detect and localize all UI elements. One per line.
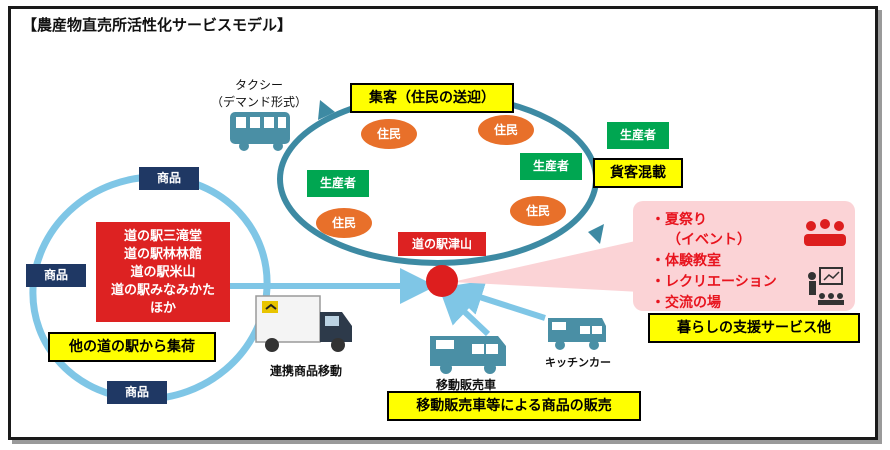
- support-panel: [633, 201, 855, 311]
- kitchen-car-label: キッチンカー: [545, 356, 611, 369]
- kitchen-car-icon: [548, 318, 606, 350]
- product-box: 商品: [107, 381, 167, 404]
- station-name: 道の駅林林館: [123, 247, 202, 262]
- pickup-label: 集客（住民の送迎）: [350, 83, 514, 113]
- station-name: 道の駅三滝堂: [123, 229, 202, 244]
- station-name: 道の駅米山: [130, 265, 196, 280]
- activity-item: （イベント）: [667, 232, 751, 248]
- transfer-label: 連携商品移動: [269, 364, 342, 378]
- callout-wedge: [452, 240, 640, 292]
- activity-item: ・交流の場: [651, 295, 721, 311]
- group-meeting-icon: [804, 219, 846, 246]
- resident-node: 住民: [316, 208, 372, 238]
- product-box: 商品: [139, 167, 199, 190]
- activity-item: ・夏祭り: [651, 212, 707, 228]
- mobile-sales-car-label: 移動販売車: [435, 378, 496, 392]
- station-name: ほか: [149, 301, 176, 316]
- activity-item: ・レクリエーション: [651, 274, 777, 290]
- lecture-icon: [808, 267, 844, 305]
- station-name: 道の駅みなみかた: [110, 283, 215, 298]
- arrow-kitchen-to-hub: [446, 280, 546, 321]
- arrow-mobile-to-hub: [438, 287, 491, 337]
- loop-arrowhead-top: [318, 100, 335, 120]
- collect-label: 他の道の駅から集荷: [48, 332, 216, 362]
- diagram-title: 【農産物直売所活性化サービスモデル】: [22, 16, 293, 34]
- stations-box: 道の駅三滝堂 道の駅林林館 道の駅米山 道の駅みなみかた ほか: [96, 222, 230, 322]
- activity-item: ・体験教室: [651, 253, 721, 269]
- resident-node: 住民: [478, 115, 534, 145]
- hub-label: 道の駅津山: [398, 232, 486, 256]
- hub-dot: [426, 265, 458, 297]
- product-box: 商品: [26, 264, 86, 287]
- mobile-sales-label: 移動販売車等による商品の販売: [387, 391, 641, 421]
- taxi-demand-label: （デマンド形式）: [210, 95, 307, 109]
- resident-node: 住民: [361, 119, 417, 149]
- collection-loop: [29, 173, 271, 403]
- resident-node: 住民: [510, 196, 566, 226]
- producer-node: 生産者: [520, 153, 582, 180]
- producer-node: 生産者: [607, 122, 669, 149]
- support-label: 暮らしの支援サービス他: [648, 313, 860, 343]
- bus-icon: [230, 112, 290, 151]
- mixed-cargo-label: 貨客混載: [593, 158, 683, 188]
- camper-icon: [430, 336, 506, 374]
- taxi-label: タクシー: [234, 78, 283, 92]
- truck-icon: [255, 295, 352, 352]
- producer-node: 生産者: [307, 170, 369, 197]
- loop-arrowhead-right: [588, 224, 604, 244]
